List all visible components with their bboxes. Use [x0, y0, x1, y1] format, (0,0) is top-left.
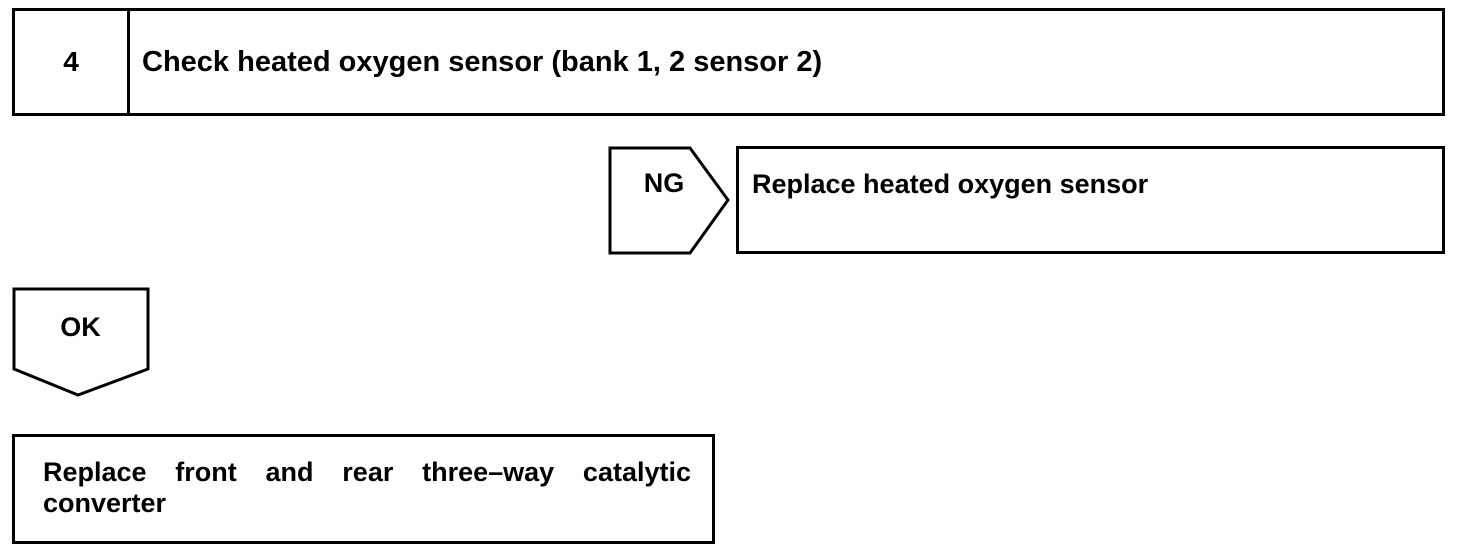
ng-action-box: Replace heated oxygen sensor: [736, 146, 1445, 254]
ng-arrow-shape: [608, 146, 730, 255]
ng-action-text: Replace heated oxygen sensor: [752, 169, 1149, 199]
ng-arrow-outline: [608, 146, 730, 255]
ok-action-text: Replace front and rear three–way catalyt…: [43, 457, 691, 518]
step-box: 4 Check heated oxygen sensor (bank 1, 2 …: [12, 8, 1445, 116]
step-number: 4: [15, 11, 130, 113]
ok-action-box: Replace front and rear three–way catalyt…: [12, 434, 715, 544]
ok-label: OK: [60, 312, 101, 342]
step-title: Check heated oxygen sensor (bank 1, 2 se…: [142, 45, 823, 78]
ng-label: NG: [643, 168, 685, 198]
ok-arrow-shape: [12, 287, 150, 397]
ok-arrow-outline: [12, 287, 150, 397]
